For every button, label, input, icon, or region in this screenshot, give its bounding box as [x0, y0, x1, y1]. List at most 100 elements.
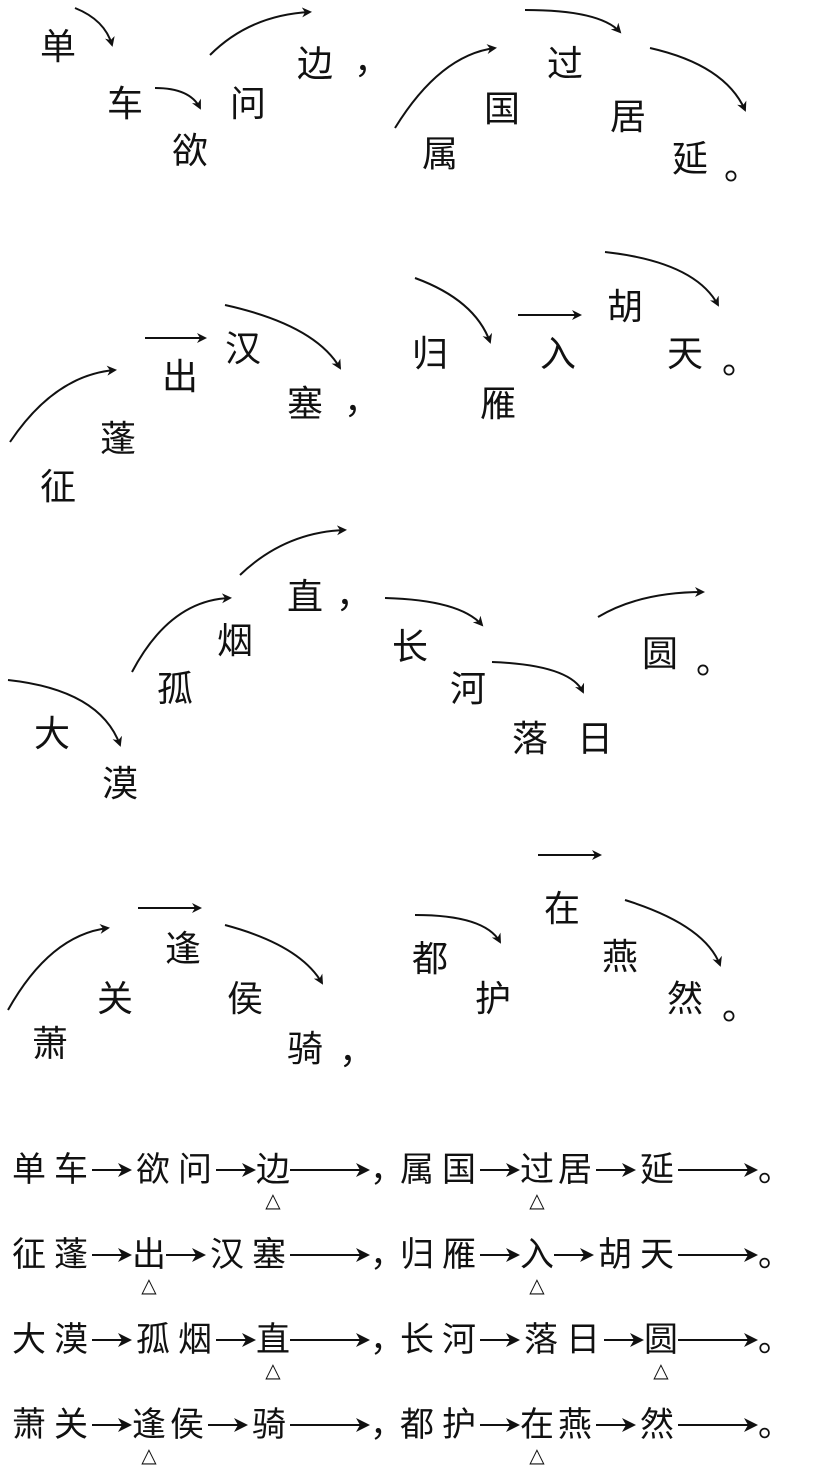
poem-character: 燕 [601, 937, 639, 978]
summary-character: 都 [400, 1405, 434, 1445]
summary-character: 胡 [598, 1235, 632, 1275]
poem-character: 关 [96, 979, 134, 1020]
poem-character: 胡 [606, 287, 644, 328]
summary-character: 长 [400, 1320, 434, 1360]
arrow-curve [597, 587, 705, 618]
flow-arrows [7, 7, 747, 1011]
punctuation: 。 [758, 1405, 792, 1445]
summary-character: 征 [12, 1235, 46, 1275]
summary-character: 关 [54, 1405, 88, 1445]
punctuation: ， [343, 381, 381, 422]
poem-character: 逢 [164, 929, 202, 970]
arrow-icon [92, 1418, 132, 1432]
poem-character: 边 [296, 44, 334, 85]
summary-character: 烟 [178, 1320, 212, 1360]
arrow-curve [224, 304, 342, 370]
poem-character: 入 [539, 334, 577, 375]
arrow-icon [166, 1248, 206, 1262]
poem-character: 蓬 [99, 419, 137, 460]
summary-character: 雁 [442, 1235, 476, 1275]
summary-row: 萧关逢△侯骑，都护在△燕然。 [8, 1405, 792, 1467]
poem-character: 出 [161, 357, 199, 398]
arrow-curve [649, 47, 747, 112]
summary-character: 属 [400, 1150, 434, 1190]
summary-character: 落 [524, 1320, 558, 1360]
punctuation: ， [338, 1031, 376, 1072]
summary-character: 车 [54, 1150, 88, 1190]
arrow-icon [480, 1248, 520, 1262]
summary-character: 逢 [132, 1405, 166, 1445]
arrow-icon [480, 1163, 520, 1177]
summary-character: 出 [132, 1235, 166, 1275]
arrow-icon [596, 1418, 636, 1432]
poem-character: 过 [546, 44, 584, 85]
summary-character: 骑 [252, 1405, 286, 1445]
arrow-curve [131, 593, 232, 673]
punctuation: ， [370, 1235, 404, 1275]
poem-character: 汉 [224, 329, 262, 370]
arrow-curve [604, 251, 719, 307]
summary-character: 萧 [12, 1405, 46, 1445]
summary-character: 大 [12, 1320, 46, 1360]
arrow-icon [92, 1163, 132, 1177]
summary-character: 汉 [210, 1235, 244, 1275]
arrow-curve [9, 365, 117, 443]
long-arrow-icon [678, 1163, 758, 1177]
summary-character: 直 [256, 1320, 290, 1360]
punctuation: 。 [695, 641, 733, 682]
poem-character: 都 [411, 939, 449, 980]
summary-character: 问 [178, 1150, 212, 1190]
punctuation: ， [335, 575, 373, 616]
summary-character: 河 [442, 1320, 476, 1360]
poem-character: 车 [106, 84, 144, 125]
punctuation: ， [370, 1320, 404, 1360]
poem-character: 征 [39, 467, 77, 508]
arrow-icon [480, 1418, 520, 1432]
arrow-icon [92, 1248, 132, 1262]
emphasis-triangle-mark: △ [141, 1443, 157, 1467]
summary-character: 日 [566, 1320, 600, 1360]
arrow-icon [216, 1333, 256, 1347]
punctuation: ， [370, 1150, 404, 1190]
punctuation: 。 [721, 341, 759, 382]
punctuation: 。 [721, 987, 759, 1028]
summary-character: 过 [520, 1150, 554, 1190]
emphasis-triangle-mark: △ [529, 1188, 545, 1212]
summary-character: 单 [12, 1150, 46, 1190]
summary-row: 大漠孤烟直△，长河落日圆△。 [8, 1320, 792, 1382]
punctuation: 。 [723, 147, 761, 188]
poem-character: 天 [666, 334, 704, 375]
summary-character: 边 [256, 1150, 290, 1190]
arrow-curve [624, 899, 722, 967]
poem-character: 圆 [641, 634, 679, 675]
arrow-icon [604, 1333, 644, 1347]
emphasis-triangle-mark: △ [265, 1358, 281, 1382]
arrow-curve [7, 679, 122, 747]
summary-character: 塞 [252, 1235, 286, 1275]
emphasis-triangle-mark: △ [529, 1443, 545, 1467]
summary-character: 延 [640, 1150, 674, 1190]
punctuation: 。 [758, 1150, 792, 1190]
arrow-curve [491, 661, 585, 694]
poem-character: 国 [483, 89, 521, 130]
summary-character: 漠 [54, 1320, 88, 1360]
poem-character: 大 [33, 714, 71, 755]
poem-character: 骑 [286, 1029, 324, 1070]
poem-character: 然 [666, 979, 704, 1020]
arrow-curve [524, 9, 622, 34]
poem-character: 在 [543, 889, 581, 930]
arrow-curve [414, 914, 501, 944]
summary-character: 护 [442, 1405, 476, 1445]
summary-character: 圆 [644, 1320, 678, 1360]
long-arrow-icon [678, 1418, 758, 1432]
summary-character: 归 [400, 1235, 434, 1275]
emphasis-triangle-mark: △ [141, 1273, 157, 1297]
arrow-icon [92, 1333, 132, 1347]
summary-character: 欲 [136, 1150, 170, 1190]
poem-character: 漠 [101, 764, 139, 805]
arrow-icon [216, 1163, 256, 1177]
punctuation: ， [370, 1405, 404, 1445]
long-arrow-icon [290, 1418, 370, 1432]
poem-character: 落 [511, 719, 549, 760]
poem-character: 日 [576, 719, 614, 760]
